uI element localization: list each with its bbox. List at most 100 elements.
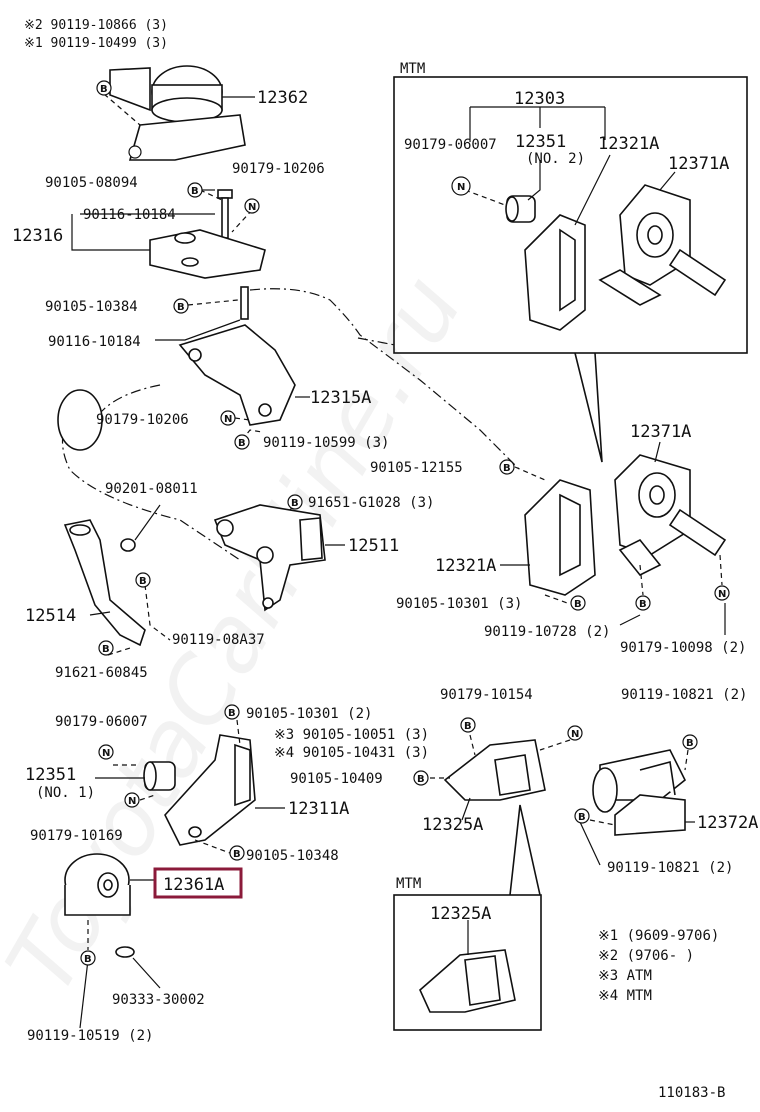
bolt-icon: B bbox=[234, 434, 250, 450]
label-90201-08011: 90201-08011 bbox=[105, 481, 198, 497]
label-90116-10184b: 90116-10184 bbox=[48, 334, 141, 350]
dash-90105-10051 bbox=[469, 734, 476, 756]
bolt-icon: B bbox=[635, 595, 651, 611]
leader-90119-10728 bbox=[619, 614, 641, 626]
label-90179-10206a: 90179-10206 bbox=[232, 161, 325, 177]
nut-icon: N bbox=[567, 725, 583, 741]
label-90333-30002: 90333-30002 bbox=[112, 992, 205, 1008]
inset-pointer-bottom bbox=[509, 804, 541, 896]
label-90179-10206b: 90179-10206 bbox=[96, 412, 189, 428]
bolt-icon: B bbox=[570, 595, 586, 611]
leader-12371a bbox=[654, 441, 661, 463]
bolt-icon: B bbox=[229, 845, 245, 861]
label-90105-08094: 90105-08094 bbox=[45, 175, 138, 191]
bolt-icon: B bbox=[499, 459, 515, 475]
leader-12316 bbox=[71, 213, 215, 251]
svg-text:B: B bbox=[639, 599, 647, 610]
label-no2: (NO. 2) bbox=[526, 151, 585, 167]
dash-90179-10154 bbox=[539, 739, 571, 751]
mount-12371a-inset bbox=[598, 184, 727, 306]
bolt-icon: B bbox=[173, 298, 189, 314]
svg-text:B: B bbox=[578, 812, 586, 823]
label-90105-10348: 90105-10348 bbox=[246, 848, 339, 864]
dash-90105-10348 bbox=[194, 839, 231, 854]
nut-icon: N bbox=[124, 792, 140, 808]
label-90179-10098: 90179-10098 (2) bbox=[620, 640, 746, 656]
leader-90333 bbox=[132, 957, 161, 989]
leader-12303 bbox=[469, 106, 606, 142]
svg-text:B: B bbox=[228, 708, 236, 719]
label-12511: 12511 bbox=[348, 536, 399, 556]
svg-text:B: B bbox=[102, 644, 110, 655]
figure-id: 110183-B bbox=[658, 1085, 725, 1101]
label-90119-10821b: 90119-10821 (2) bbox=[607, 860, 733, 876]
label-12303: 12303 bbox=[514, 89, 565, 109]
bracket-12311a bbox=[164, 734, 256, 846]
label-90119-10499: ※1 90119-10499 (3) bbox=[24, 36, 168, 51]
engine-outline-2 bbox=[357, 337, 396, 346]
leader-12371a-inset bbox=[659, 171, 676, 191]
bolt-icon: B bbox=[682, 734, 698, 750]
svg-text:B: B bbox=[464, 721, 472, 732]
dash-90179-10206b bbox=[234, 417, 251, 421]
leader-90119-top bbox=[103, 93, 141, 126]
label-12361a: 12361A bbox=[163, 875, 224, 895]
leader-12351-no2 bbox=[527, 160, 541, 201]
label-12362: 12362 bbox=[257, 88, 308, 108]
dash-90105-10301b bbox=[236, 719, 241, 746]
dash-91621 bbox=[107, 647, 131, 656]
svg-text:B: B bbox=[139, 576, 147, 587]
svg-text:B: B bbox=[177, 302, 185, 313]
inset-mtm-top: MTM bbox=[393, 61, 748, 463]
bolt-90116-10184 bbox=[217, 189, 233, 239]
dash-90105-10384 bbox=[187, 299, 239, 306]
svg-text:N: N bbox=[102, 748, 110, 759]
label-12371a-inset: 12371A bbox=[668, 154, 729, 174]
label-91651-g1028: 91651-G1028 (3) bbox=[308, 495, 434, 511]
inset-frame-top bbox=[393, 76, 748, 354]
dash-90119-10821b bbox=[589, 819, 616, 826]
svg-text:B: B bbox=[291, 498, 299, 509]
label-90119-10599: 90119-10599 (3) bbox=[263, 435, 389, 451]
bushing-12351-no1 bbox=[143, 761, 176, 791]
label-90116-10184a: 90116-10184 bbox=[83, 207, 176, 223]
legend-item-1: ※1 (9609-9706) bbox=[598, 928, 719, 944]
label-90119-10866: ※2 90119-10866 (3) bbox=[24, 18, 168, 33]
svg-text:B: B bbox=[191, 186, 199, 197]
legend-item-2: ※2 (9706- ) bbox=[598, 948, 694, 964]
dash-90105-12155 bbox=[514, 466, 546, 481]
label-90179-10169: 90179-10169 bbox=[30, 828, 123, 844]
label-12514: 12514 bbox=[25, 606, 76, 626]
bracket-12315a bbox=[178, 324, 296, 426]
label-12316: 12316 bbox=[12, 226, 63, 246]
nut-icon: N bbox=[220, 410, 236, 426]
symbol-markers: B B N B N B B B B N B B B N B N N B B B … bbox=[80, 80, 730, 966]
svg-text:N: N bbox=[248, 202, 256, 213]
svg-text:B: B bbox=[574, 599, 582, 610]
leader-90201 bbox=[134, 504, 161, 541]
transaxle-case bbox=[57, 389, 103, 451]
label-90105-10431: ※4 90105-10431 (3) bbox=[274, 745, 429, 761]
inset-mtm-bottom: MTM bbox=[393, 804, 542, 1031]
label-90119-10519: 90119-10519 (2) bbox=[27, 1028, 153, 1044]
label-12321a: 12321A bbox=[435, 556, 496, 576]
svg-text:N: N bbox=[457, 182, 465, 193]
svg-text:B: B bbox=[503, 463, 511, 474]
dash-90119-10821a bbox=[684, 749, 689, 771]
label-90119-10728: 90119-10728 (2) bbox=[484, 624, 610, 640]
bolt-icon: B bbox=[574, 808, 590, 824]
label-12372a: 12372A bbox=[697, 813, 758, 833]
dash-nut-top bbox=[231, 209, 253, 233]
svg-text:N: N bbox=[718, 589, 726, 600]
label-12325a-inset: 12325A bbox=[430, 904, 491, 924]
highlight-12361a bbox=[153, 867, 243, 899]
label-12325a: 12325A bbox=[422, 815, 483, 835]
label-90105-10301b: 90105-10301 (2) bbox=[246, 706, 372, 722]
engine-outline-1 bbox=[249, 288, 521, 471]
svg-text:B: B bbox=[238, 438, 246, 449]
inset-title-bottom: MTM bbox=[396, 876, 421, 892]
label-12371a: 12371A bbox=[630, 422, 691, 442]
dash-90105-10301a bbox=[544, 594, 571, 605]
bolt-icon: B bbox=[80, 950, 96, 966]
